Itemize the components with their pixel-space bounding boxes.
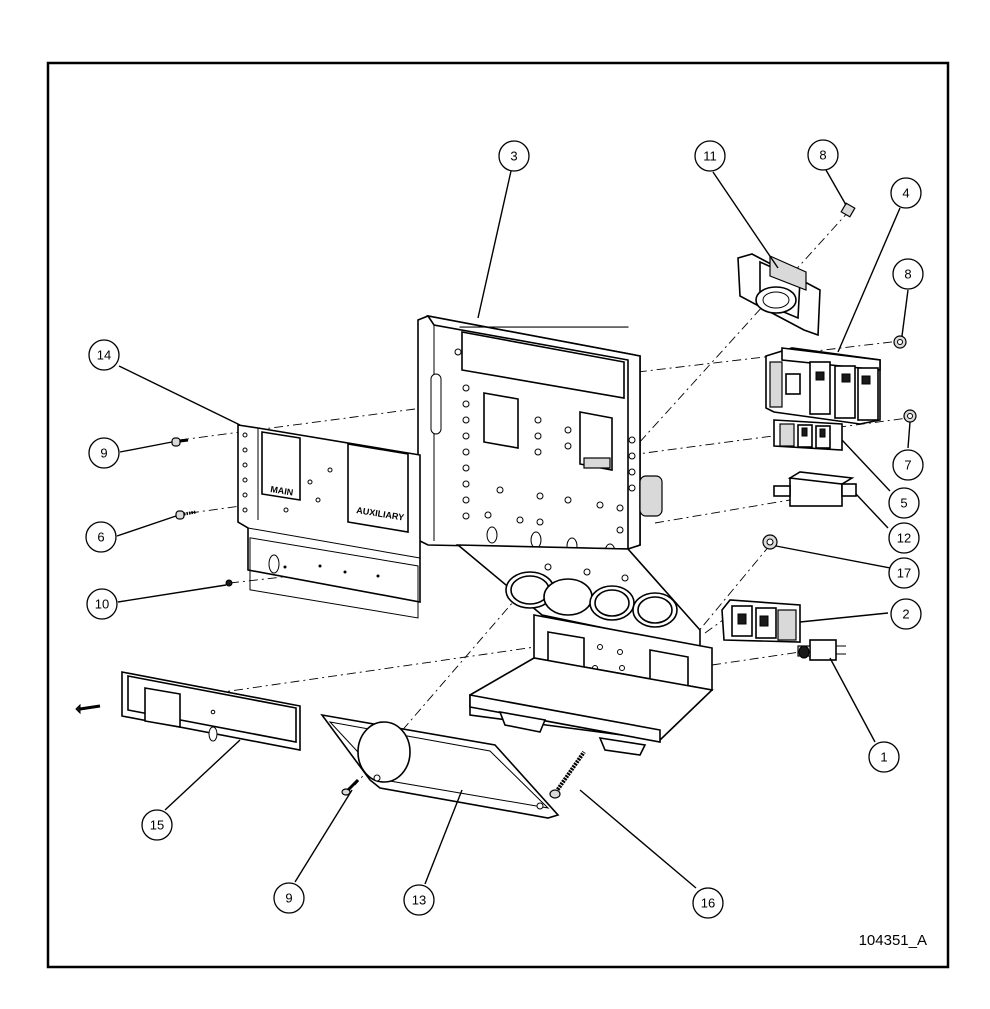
- callout-6: 6: [85, 521, 117, 553]
- callout-label: 1: [880, 750, 887, 765]
- callout-label: 3: [510, 149, 517, 164]
- callout-label: 16: [701, 896, 715, 911]
- callout-8-right: 8: [892, 258, 924, 290]
- callout-4: 4: [890, 177, 922, 209]
- callout-label: 11: [703, 149, 717, 164]
- callout-label: 12: [897, 531, 911, 546]
- callout-3: 3: [498, 140, 530, 172]
- callout-15: 15: [141, 809, 173, 841]
- callout-label: 10: [95, 597, 109, 612]
- main-label: MAIN: [270, 484, 294, 497]
- main-panel-part-3: [417, 314, 714, 756]
- callout-2: 2: [890, 598, 922, 630]
- callout-13: 13: [403, 884, 435, 916]
- gasket-part-13: [320, 713, 560, 819]
- callout-label: 2: [902, 607, 909, 622]
- callout-label: 13: [412, 893, 426, 908]
- callout-11: 11: [694, 140, 726, 172]
- callout-1: 1: [868, 741, 900, 773]
- callout-9-lower: 9: [273, 882, 305, 914]
- callout-5: 5: [888, 487, 920, 519]
- callout-label: 9: [285, 891, 292, 906]
- callout-label: 4: [902, 186, 909, 201]
- contactor-part-4: [765, 347, 881, 425]
- hardware: [75, 202, 917, 799]
- callout-label: 8: [904, 267, 911, 282]
- callout-9-upper: 9: [88, 437, 120, 469]
- callout-14: 14: [88, 339, 120, 371]
- callout-label: 15: [150, 818, 164, 833]
- toggle-switch-part-1: [797, 639, 846, 661]
- fuse-holder-part-12: [773, 471, 857, 507]
- callout-label: 5: [900, 496, 907, 511]
- receptacle-part-11: [737, 253, 821, 337]
- switch-part-2: [721, 599, 801, 643]
- drawing-border: [46, 61, 950, 969]
- callout-17: 17: [888, 557, 920, 589]
- drawing-number: 104351_A: [859, 932, 927, 949]
- callout-8-top: 8: [807, 139, 839, 171]
- leader-lines: [116, 169, 911, 889]
- label-plate-part-14: MAIN AUXILIARY: [237, 424, 421, 619]
- callout-label: 8: [819, 148, 826, 163]
- callout-16: 16: [692, 887, 724, 919]
- callout-label: 17: [897, 566, 911, 581]
- callout-label: 14: [97, 348, 111, 363]
- cover-plate-part-15: [121, 671, 301, 751]
- callout-label: 6: [97, 530, 104, 545]
- callout-10: 10: [86, 588, 118, 620]
- callout-label: 9: [100, 446, 107, 461]
- callout-7: 7: [892, 449, 924, 481]
- callout-label: 7: [904, 458, 911, 473]
- callout-12: 12: [888, 522, 920, 554]
- terminal-block-part-5: [773, 419, 843, 451]
